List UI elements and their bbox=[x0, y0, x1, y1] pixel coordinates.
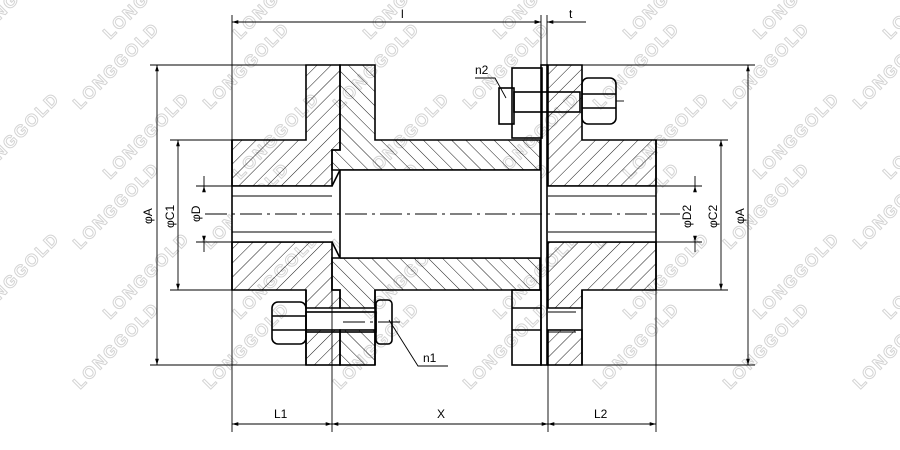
label-n1: n1 bbox=[423, 351, 437, 365]
label-n2: n2 bbox=[475, 63, 489, 77]
lower-bolt bbox=[271, 299, 576, 345]
label-l2: L2 bbox=[594, 407, 608, 421]
disc-pack bbox=[540, 64, 548, 366]
labels: l t n2 n1 L1 X L2 φA φC1 φD φD2 φC2 φA bbox=[141, 7, 747, 421]
label-t: t bbox=[569, 7, 573, 21]
watermark-text: LONGGOLD bbox=[0, 89, 64, 183]
label-a-right: φA bbox=[733, 208, 747, 224]
label-l: l bbox=[401, 7, 404, 21]
label-x: X bbox=[437, 407, 445, 421]
upper-bolt bbox=[498, 67, 624, 139]
label-c1: φC1 bbox=[163, 205, 177, 228]
label-d2: φD2 bbox=[680, 205, 694, 228]
watermark-text: LONGGOLD bbox=[879, 89, 900, 183]
dimensions bbox=[150, 15, 755, 432]
watermark-text: LONGGOLD bbox=[0, 229, 64, 323]
watermark-text: LONGGOLD bbox=[879, 0, 900, 43]
outline bbox=[231, 140, 657, 290]
watermark-text: LONGGOLD bbox=[0, 0, 64, 43]
label-d: φD bbox=[189, 205, 203, 222]
spacer-flange-lower bbox=[511, 289, 542, 366]
label-c2: φC2 bbox=[706, 205, 720, 228]
label-l1: L1 bbox=[274, 407, 288, 421]
label-a-left: φA bbox=[141, 208, 155, 224]
watermark-text: LONGGOLD bbox=[879, 229, 900, 323]
